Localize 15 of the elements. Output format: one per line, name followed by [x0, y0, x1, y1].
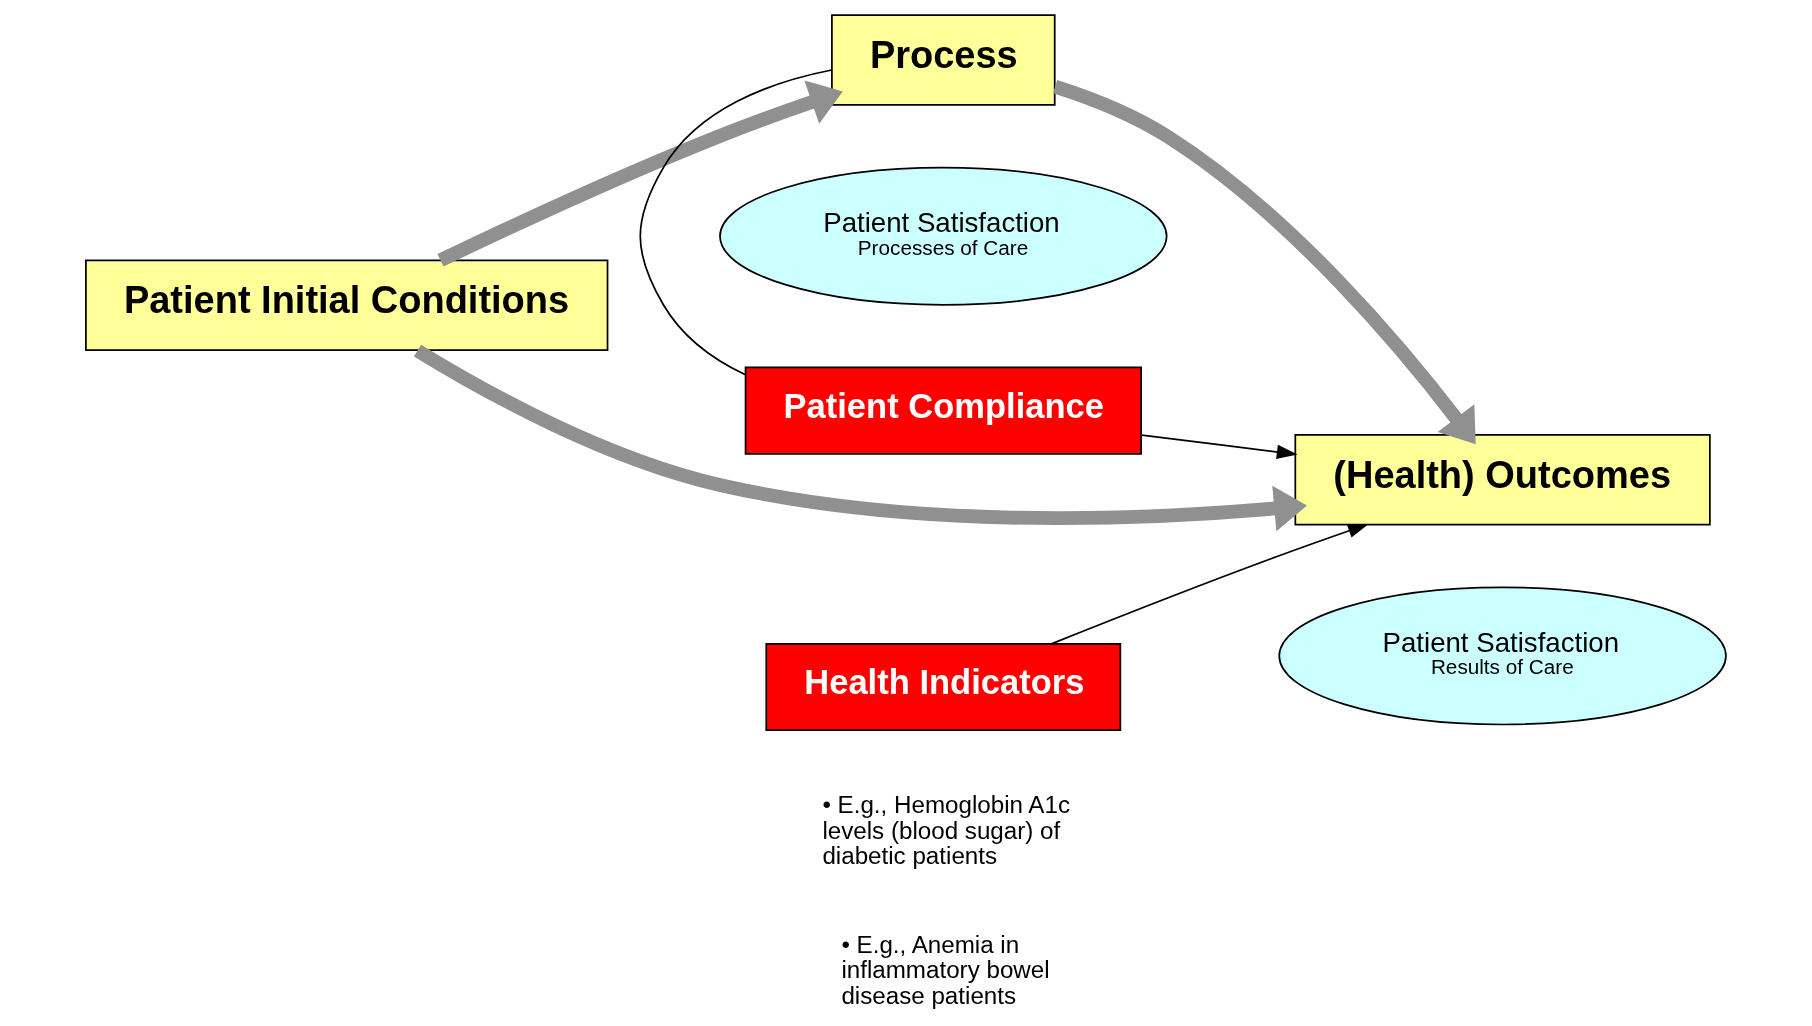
node-box: Patient Initial Conditions	[85, 259, 609, 352]
arrow	[437, 80, 843, 267]
node-ellipse: Patient Satisfaction Results of Care	[1278, 586, 1727, 726]
arrow	[1050, 523, 1369, 645]
connector	[639, 69, 833, 376]
arrow	[1053, 80, 1476, 445]
arrow	[1140, 434, 1298, 460]
node-box: (Health) Outcomes	[1294, 433, 1711, 526]
node-ellipse: Patient Satisfaction Processes of Care	[719, 166, 1168, 306]
node-box: Process	[831, 14, 1056, 106]
node-box: Health Indicators	[765, 642, 1122, 732]
node-box: Patient Compliance	[744, 366, 1142, 455]
arrow	[413, 344, 1307, 532]
node-label: • E.g., Hemoglobin A1c levels (blood sugar) of diabetic patients	[822, 790, 1071, 870]
node-label: • E.g., Anemia in inflammatory bowel disease patients	[841, 930, 1050, 1010]
